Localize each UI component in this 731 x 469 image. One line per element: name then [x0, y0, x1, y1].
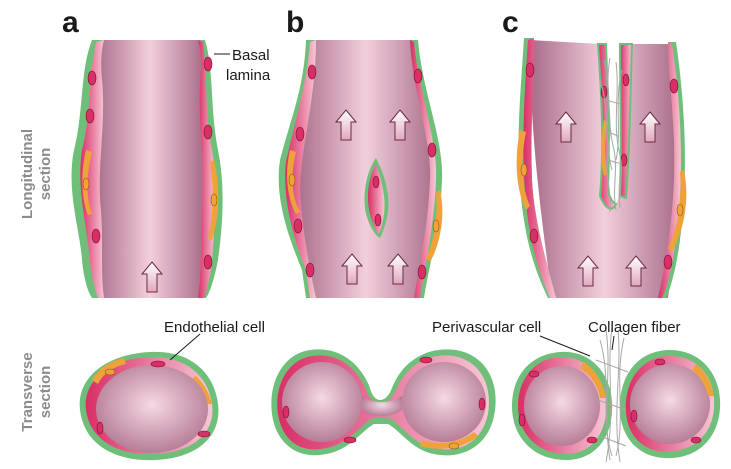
svg-text:section: section — [37, 366, 54, 419]
svg-text:Longitudinal: Longitudinal — [19, 129, 36, 219]
basal-lamina-label-1: Basal — [232, 47, 270, 64]
collagen-fiber-label: Collagen fiber — [588, 319, 681, 336]
row-label-transverse: Transverse section — [19, 352, 54, 431]
svg-text:section: section — [37, 148, 54, 201]
panel-letter-a: a — [62, 6, 79, 39]
panel-letter-b: b — [286, 6, 304, 39]
transverse-vessel-a — [80, 352, 219, 460]
row-label-longitudinal: Longitudinal section — [19, 129, 54, 219]
endothelial-leader — [170, 334, 200, 360]
longitudinal-vessel-a — [72, 40, 223, 298]
perivascular-cell-label: Perivascular cell — [432, 319, 541, 336]
transverse-vessel-c — [512, 328, 720, 462]
transverse-vessel-b — [271, 349, 495, 455]
panel-letter-c: c — [502, 6, 519, 39]
endothelial-cell-label: Endothelial cell — [164, 319, 265, 336]
collagen-leader — [612, 336, 614, 350]
basal-lamina-label-2: lamina — [226, 67, 271, 84]
longitudinal-vessel-b — [279, 40, 443, 298]
svg-text:Transverse: Transverse — [19, 352, 36, 431]
longitudinal-vessel-c — [517, 38, 687, 298]
